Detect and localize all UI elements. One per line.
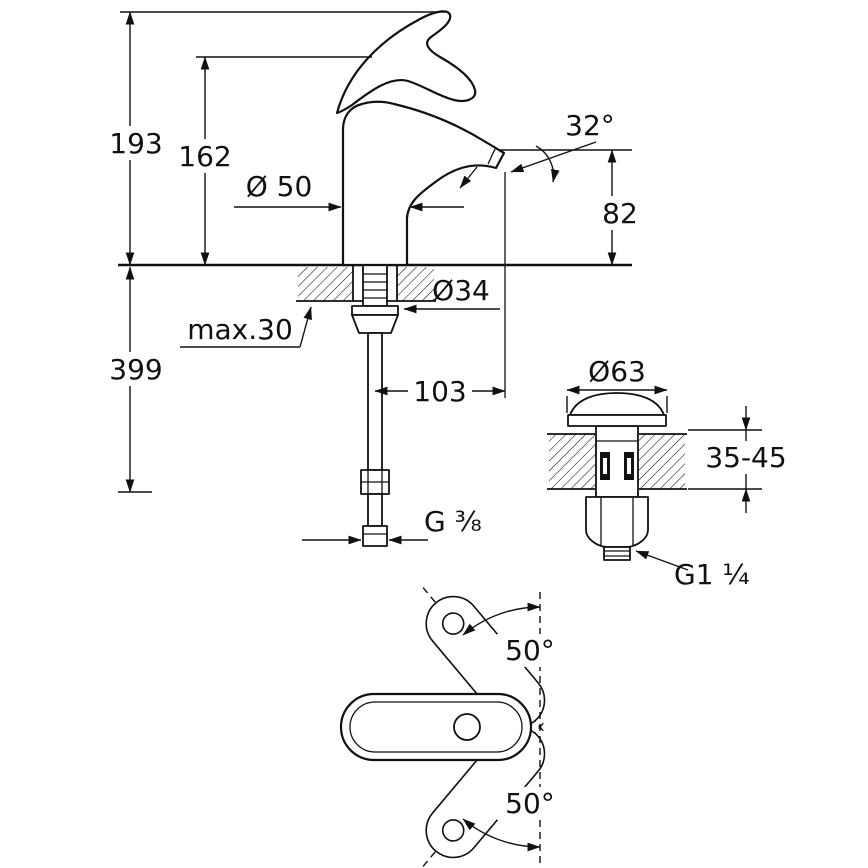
waste-cap-dome [569, 392, 665, 416]
plan-view: 50° 50° [339, 587, 563, 867]
dim-label-50deg-up: 50° [505, 634, 555, 667]
lever-outline [335, 10, 477, 115]
body-spout-outline [341, 100, 506, 267]
faucet-outline [335, 10, 506, 267]
dim-label-399: 399 [109, 353, 162, 386]
waste-threaded-tail [603, 546, 631, 561]
dim-flange-diameter: Ø63 [566, 355, 668, 413]
waste-deck-section [547, 433, 687, 490]
dim-body-diameter: Ø 50 [234, 170, 464, 212]
dim-hole-diameter: Ø34 [403, 274, 500, 314]
dim-label-82: 82 [602, 197, 638, 230]
dim-spray-angle: 32° [510, 109, 615, 183]
handle-plan-inner [349, 701, 523, 753]
dim-swivel-lower: 50° [497, 787, 563, 820]
waste-deck-hatch-right [639, 434, 685, 489]
dim-label-162: 162 [178, 140, 231, 173]
supply-end-nut [362, 525, 388, 547]
dim-label-g38: G ³⁄₈ [424, 505, 482, 538]
under-counter-parts [351, 264, 399, 547]
dim-under-deck-depth: 399 [104, 266, 168, 493]
handle-button [453, 713, 481, 741]
dim-supply-thread: G ³⁄₈ [302, 505, 482, 545]
deck-hatch-right [397, 267, 434, 301]
dim-waste-thread: G1 ¹⁄₄ [635, 550, 750, 591]
dim-label-dia34: Ø34 [432, 274, 490, 307]
dim-label-g114: G1 ¹⁄₄ [674, 558, 750, 591]
hose-tail [367, 493, 383, 527]
washer [351, 305, 399, 316]
dim-label-dia63: Ø63 [588, 355, 646, 388]
dim-label-dia50: Ø 50 [246, 170, 313, 203]
dim-total-height: 193 [104, 11, 446, 266]
aerator-line [487, 148, 496, 165]
waste-valve-body [567, 392, 667, 561]
dim-label-50deg-down: 50° [505, 787, 555, 820]
mounting-nut [351, 314, 399, 334]
dim-spout-height: 82 [498, 149, 648, 266]
swivel-arc-lower [462, 818, 541, 852]
threaded-shank [362, 264, 388, 307]
supply-hose [367, 332, 383, 471]
dim-label-max30: max.30 [187, 313, 293, 346]
dim-label-32deg: 32° [565, 109, 615, 142]
dim-deck-max: max.30 [180, 306, 312, 348]
dim-label-103: 103 [413, 375, 466, 408]
side-view: 193 162 Ø 50 32° 82 [104, 10, 648, 547]
waste-view: Ø63 35-45 G1 ¹⁄₄ [547, 355, 796, 591]
spray-direction-arrow [459, 166, 478, 189]
handle-plan-outline [339, 692, 533, 762]
swivel-arc-upper [462, 602, 541, 636]
handle-ghost-upper [422, 587, 546, 734]
dim-spout-projection: 103 [374, 172, 506, 408]
dim-label-35-45: 35-45 [705, 441, 786, 474]
handle-plan-outer [339, 692, 533, 762]
deck-hatch-left [298, 267, 353, 301]
waste-deck-hatch-left [549, 434, 595, 489]
waste-hex-nut [585, 496, 649, 548]
dim-label-193: 193 [109, 127, 162, 160]
dim-deck-range: 35-45 [688, 406, 796, 513]
dim-swivel-upper: 50° [497, 634, 563, 667]
dim-lever-height: 162 [173, 56, 372, 266]
waste-cap-flange [567, 414, 667, 427]
